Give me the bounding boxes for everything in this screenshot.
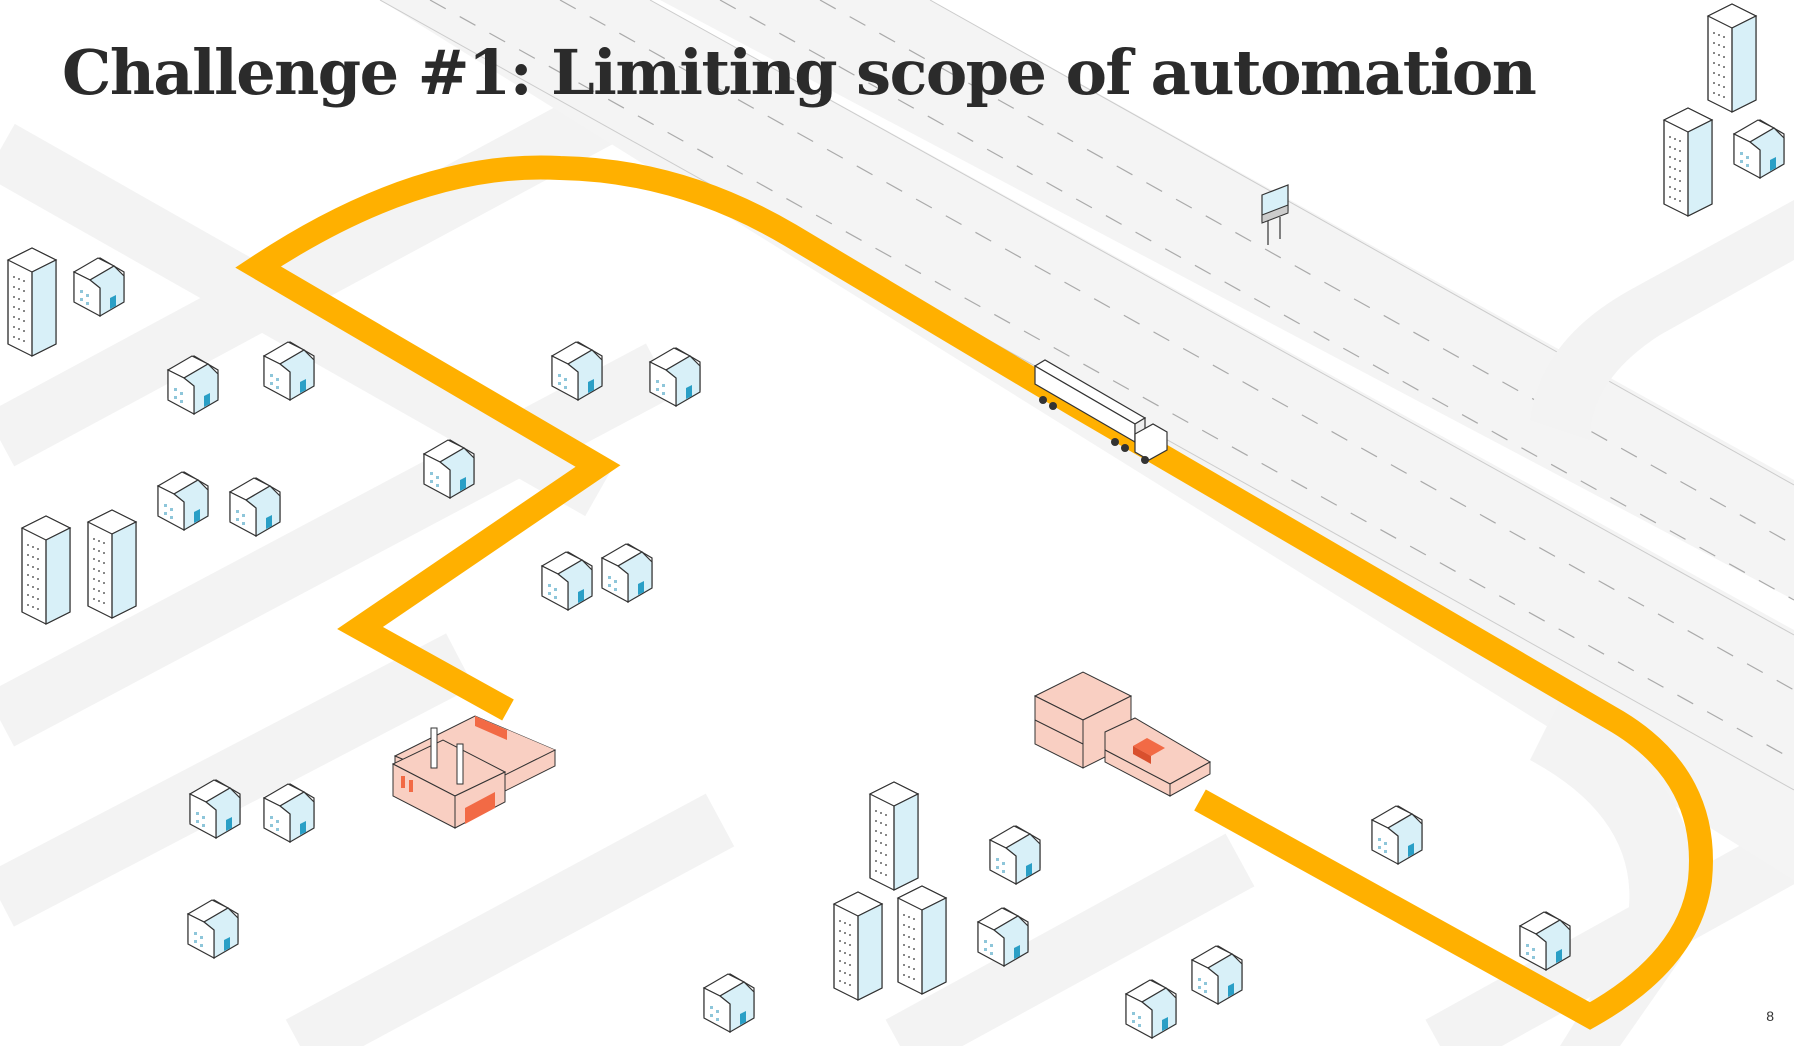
highway xyxy=(379,0,1794,880)
factory-icon xyxy=(391,715,557,829)
highway-sign-icon xyxy=(1261,184,1289,245)
semi-truck-icon xyxy=(1033,359,1168,464)
slide-title: Challenge #1: Limiting scope of automati… xyxy=(62,36,1537,109)
page-number: 8 xyxy=(1766,1008,1774,1024)
road-network xyxy=(0,63,1794,1046)
delivery-route-line xyxy=(235,155,1713,1030)
warehouse-icon xyxy=(1033,671,1212,797)
off-ramp xyxy=(1530,200,1794,440)
